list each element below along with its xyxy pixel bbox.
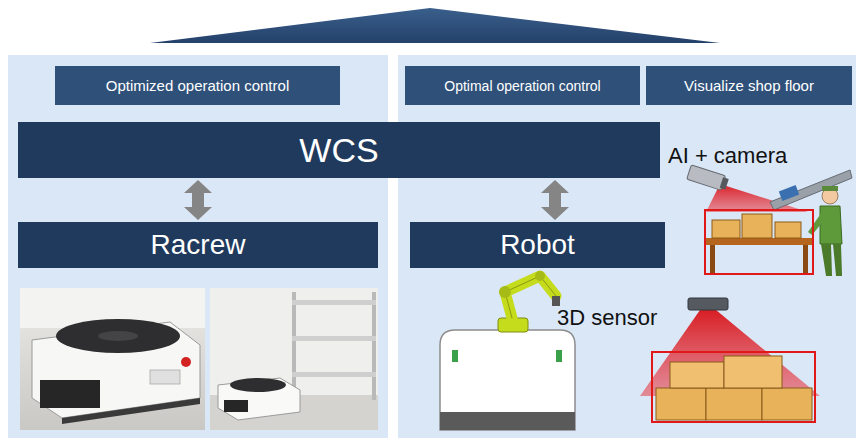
racrew-shelf-photo [210,288,378,430]
roof-triangle [150,8,720,43]
racrew-photo-part [181,357,191,367]
device-box: Racrew [18,222,378,268]
camera-scene-part-part [720,177,729,189]
box-text: Optimized operation control [106,77,289,94]
sensor-scene-part [652,352,815,422]
camera-scene-part-part [687,165,726,190]
double-arrow [541,180,569,220]
racrew-photo-part [150,370,180,384]
racrew-photo-part [20,288,205,430]
robot-illustration-part [556,350,562,362]
sensor-scene-part [724,356,782,388]
racrew-photo-part [98,331,138,341]
robot-illustration-part [505,276,556,318]
function-box: Optimal operation control [405,66,640,105]
racrew-shelf-photo-part [224,400,248,412]
function-box: Visualize shop floor [646,66,852,105]
roof-triangle-part [150,8,720,43]
camera-scene-part [803,245,808,275]
box-text: Optimal operation control [444,78,600,94]
camera-scene-part [712,220,740,238]
panel-part [8,55,388,438]
camera-scene [687,165,852,276]
sensor-scene-part [670,362,724,388]
camera-scene-part [820,206,842,244]
box-text: WCS [299,131,378,170]
robot-illustration [440,271,575,430]
robot-illustration-part [552,296,560,306]
sensor-scene [640,298,820,422]
panel-part [398,55,856,438]
camera-scene-part [710,245,715,275]
camera-scene-part [687,165,730,192]
camera-scene-part [705,238,813,245]
racrew-shelf-photo-part [292,300,376,305]
system-band: WCS [18,122,660,178]
sensor-scene-part [762,388,812,420]
robot-illustration-part [499,286,511,298]
camera-scene-part [821,244,832,276]
camera-scene-part [742,214,772,238]
racrew-shelf-photo-part [372,292,376,400]
racrew-photo-part [56,319,180,353]
racrew-shelf-photo-part [210,288,378,430]
panel [8,55,856,438]
camera-label: AI + camera [668,143,787,169]
sensor-scene-part [688,298,728,310]
camera-scene-part [779,185,799,201]
sensor-label: 3D sensor [557,305,657,331]
sensor-scene-part [656,388,706,420]
camera-scene-part [833,244,842,276]
box-text: Visualize shop floor [684,77,814,94]
double-arrow [184,180,212,220]
racrew-shelf-photo-part [218,378,300,420]
robot-illustration-part [535,271,545,281]
racrew-shelf-photo-part [292,372,376,377]
camera-scene-part [822,186,838,191]
box-text: Robot [500,229,575,261]
robot-illustration-part [440,330,575,430]
racrew-photo [20,288,205,430]
robot-illustration-part [440,412,575,430]
camera-scene-part [705,210,813,274]
sensor-scene-part [706,388,762,420]
camera-scene-part [808,212,826,235]
racrew-shelf-photo-part [292,336,376,341]
racrew-shelf-photo-part [292,292,296,400]
function-box: Optimized operation control [55,66,340,105]
camera-scene-part [770,170,852,210]
robot-illustration-part [505,276,556,318]
racrew-shelf-photo-part [230,378,286,392]
camera-scene-part [775,222,801,238]
robot-illustration-part [452,350,458,362]
device-box: Robot [410,222,665,268]
racrew-photo-part [40,380,100,408]
box-text: Racrew [151,229,246,261]
